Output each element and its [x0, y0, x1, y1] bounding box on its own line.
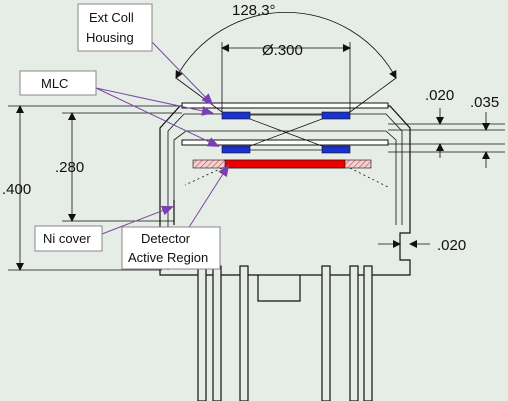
thickness-035: .035 — [470, 94, 499, 111]
svg-text:Detector: Detector — [141, 231, 191, 246]
label-mlc: MLC — [19, 70, 97, 96]
angle-arc — [175, 12, 397, 79]
label-detector-active-region: Detector Active Region — [121, 226, 221, 270]
pins — [197, 265, 373, 401]
thickness-020-side: .020 — [437, 237, 466, 254]
ni-cover-wall — [173, 130, 397, 225]
label-ni-cover: Ni cover — [34, 225, 103, 252]
diameter-value: Ø.300 — [262, 42, 303, 59]
svg-text:MLC: MLC — [41, 76, 68, 91]
svg-text:Ext Coll: Ext Coll — [89, 10, 134, 25]
label-ext-coll-housing: Ext Coll Housing — [77, 3, 153, 52]
ext-coll-pad-right — [321, 111, 351, 120]
svg-text:Active Region: Active Region — [128, 250, 208, 265]
mlc-plate — [181, 139, 389, 146]
housing-inner-outline — [167, 113, 403, 270]
mlc-pad-left — [221, 145, 251, 154]
height-280-value: .280 — [55, 159, 84, 176]
detector-active-region — [224, 159, 346, 169]
svg-text:Housing: Housing — [86, 30, 134, 45]
height-400-value: .400 — [2, 181, 31, 198]
thickness-020-top: .020 — [425, 87, 454, 104]
ext-coll-pad-left — [221, 111, 251, 120]
ext-coll-plate — [181, 102, 389, 109]
mlc-pad-right — [321, 145, 351, 154]
angle-value: 128.3° — [232, 2, 276, 19]
svg-text:Ni cover: Ni cover — [43, 231, 91, 246]
